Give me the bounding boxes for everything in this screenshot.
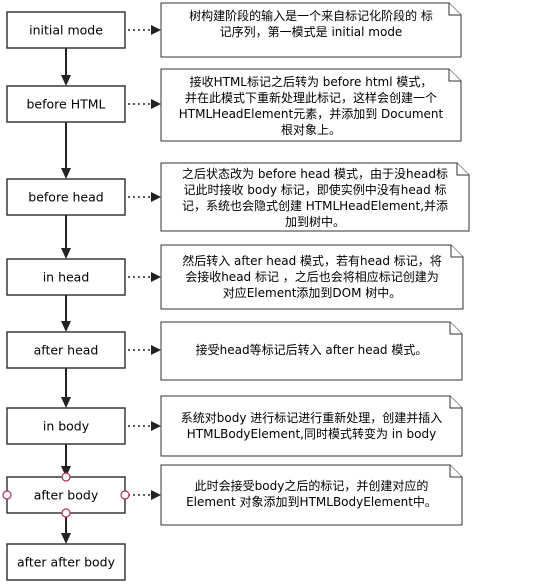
flow-arrow-in-head: [61, 295, 71, 332]
note-text-line: 对应Element添加到DOM 树中。: [223, 285, 402, 300]
note-text-line: Element 对象添加到HTMLBodyElement中。: [186, 494, 437, 509]
note-text-line: 此时会接受body之后的标记，并创建对应的: [195, 478, 429, 493]
resize-handle[interactable]: [61, 472, 71, 482]
flow-arrow-after-head: [61, 368, 71, 408]
flow-arrow-after-body: [61, 513, 71, 544]
state-in-head[interactable]: in head: [6, 258, 126, 296]
note-text-line: 接收HTML标记之后转为 before html 模式，: [190, 74, 433, 89]
flow-arrow-before-head: [61, 215, 71, 259]
flow-arrow-in-body: [61, 444, 71, 477]
note-text-line: 接受head等标记后转入 after head 模式。: [196, 342, 428, 357]
state-initial-mode[interactable]: initial mode: [6, 11, 126, 49]
note-text-line: 然后转入 after head 模式，若有head 标记，将: [182, 253, 442, 268]
state-before-head[interactable]: before head: [6, 178, 126, 216]
note-connector-after-head: [128, 345, 161, 355]
note-before-html[interactable]: 接收HTML标记之后转为 before html 模式，并在此模式下重新处理此标…: [160, 68, 462, 142]
resize-handle[interactable]: [2, 490, 12, 500]
note-text-line: 记此时接收 body 标记，即使实例中没有head 标: [183, 182, 446, 197]
note-in-body[interactable]: 系统对body 进行标记进行重新处理，创建并插入HTMLBodyElement,…: [160, 395, 463, 457]
state-label: before HTML: [27, 97, 106, 112]
state-after-body[interactable]: after body: [6, 476, 126, 514]
note-text-line: 根对象上。: [281, 123, 341, 137]
note-text-line: 记，系统也会隐式创建 HTMLHeadElement,并添: [182, 199, 448, 213]
note-text-line: HTMLHeadElement元素，并添加到 Document: [179, 107, 444, 121]
note-connector-initial-mode: [128, 25, 161, 35]
note-text-line: 系统对body 进行标记进行重新处理，创建并插入: [181, 410, 443, 425]
state-label: in head: [43, 270, 90, 285]
flow-arrow-before-html: [61, 122, 71, 179]
resize-handle[interactable]: [120, 490, 130, 500]
note-connector-in-body: [128, 421, 161, 431]
state-label: before head: [28, 190, 103, 205]
note-text-line: 并在此模式下重新处理此标记，这样会创建一个: [185, 90, 437, 105]
note-connector-after-body: [128, 490, 161, 500]
state-label: initial mode: [29, 23, 103, 38]
flow-arrow-initial-mode: [61, 48, 71, 86]
resize-handle[interactable]: [61, 508, 71, 518]
note-text-line: 会接收head 标记 ，之后也会将相应标记创建为: [185, 269, 439, 284]
note-text-line: 树构建阶段的输入是一个来自标记化阶段的 标: [189, 8, 433, 23]
note-after-head[interactable]: 接受head等标记后转入 after head 模式。: [160, 321, 463, 381]
note-connector-before-html: [128, 99, 161, 109]
state-label: in body: [43, 419, 90, 434]
state-label: after after body: [17, 555, 116, 570]
note-text-line: 之后状态改为 before head 模式，由于没head标: [182, 166, 448, 181]
note-text-line: 记序列，第一模式是 initial mode: [220, 24, 403, 39]
note-connector-before-head: [128, 192, 161, 202]
state-in-body[interactable]: in body: [6, 407, 126, 445]
state-before-html[interactable]: before HTML: [6, 85, 126, 123]
note-connector-in-head: [128, 272, 161, 282]
state-after-after-body[interactable]: after after body: [6, 543, 126, 581]
note-text-line: HTMLBodyElement,同时模式转变为 in body: [187, 426, 436, 441]
selection-handles[interactable]: [2, 472, 130, 518]
state-label: after head: [34, 343, 99, 358]
note-text-line: 加到树中。: [285, 214, 345, 229]
state-label: after body: [34, 488, 99, 503]
state-after-head[interactable]: after head: [6, 331, 126, 369]
